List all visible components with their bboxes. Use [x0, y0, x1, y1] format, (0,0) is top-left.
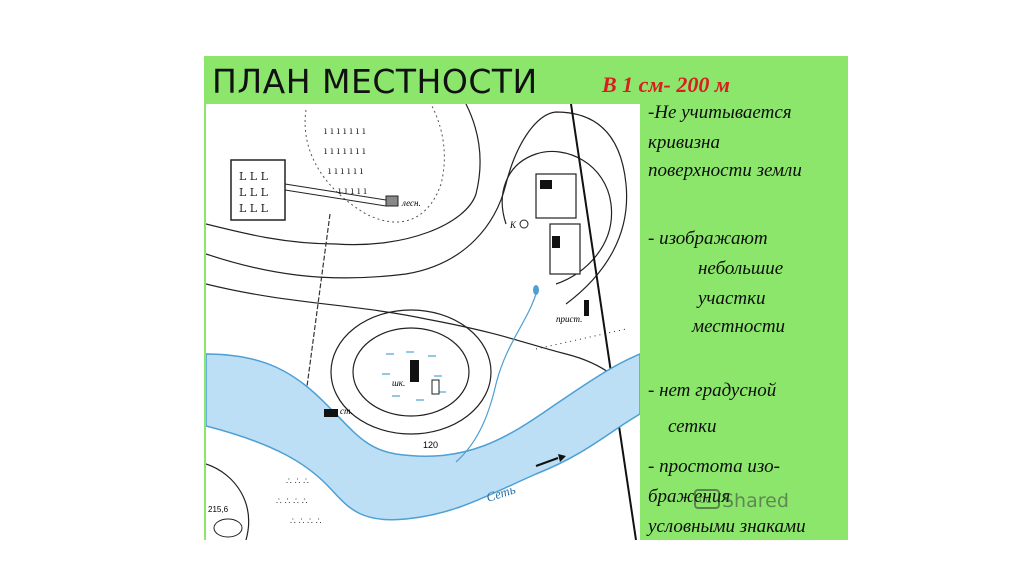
- contour-line: [206, 104, 481, 246]
- contour-line: [206, 111, 628, 305]
- note-line: сетки: [668, 416, 717, 437]
- map-scale: В 1 см- 200 м: [602, 72, 730, 97]
- note-line: бражения: [648, 486, 731, 507]
- station-building: [324, 409, 338, 417]
- spring: [533, 285, 539, 295]
- contour-line: [206, 283, 640, 405]
- note-line: кривизна: [648, 132, 720, 153]
- school-annex: [431, 379, 440, 395]
- school-pond-symbols: [382, 351, 446, 401]
- forester-house: [385, 195, 399, 207]
- meadow-symbols: ı ı ı ı ı ı ı ı ı ı ı ı ı ı ı ı ı ı ı ı …: [324, 126, 367, 197]
- svg-text:∴ ∴ ∴: ∴ ∴ ∴: [286, 477, 309, 487]
- note-line: -Не учитывается: [648, 102, 792, 123]
- village-house: [540, 180, 552, 189]
- svg-text:ı ı ı ı ı ı: ı ı ı ı ı ı: [328, 166, 363, 177]
- note-line: местности: [692, 316, 786, 337]
- well-symbol: [519, 219, 529, 229]
- contour-line: [501, 150, 613, 285]
- height-120-label: 120: [423, 440, 438, 450]
- river-hatch: [535, 328, 627, 350]
- note-line: - нет градусной: [648, 380, 777, 401]
- orchard-symbols: L L L L L L L L L: [239, 170, 269, 215]
- slide-title: ПЛАН МЕСТНОСТИ: [212, 62, 538, 101]
- note-line: условными знаками: [648, 516, 806, 537]
- svg-text:∴ ∴ ∴ ∴: ∴ ∴ ∴ ∴: [290, 517, 322, 527]
- svg-text:L L L: L L L: [239, 170, 269, 183]
- svg-text:∴ ∴ ∴ ∴: ∴ ∴ ∴ ∴: [276, 497, 308, 507]
- village-block-2: [549, 223, 581, 275]
- railroad: [570, 104, 637, 540]
- note-line: - изображают: [648, 228, 768, 249]
- summit-contour: [213, 518, 243, 538]
- map-drawing: ı ı ı ı ı ı ı ı ı ı ı ı ı ı ı ı ı ı ı ı …: [206, 104, 640, 540]
- station-label: ст.: [340, 406, 353, 416]
- svg-text:ı ı ı ı ı: ı ı ı ı ı: [338, 186, 367, 197]
- notes-panel: -Не учитывается кривизна поверхности зем…: [644, 98, 848, 538]
- pier-label: прист.: [556, 314, 582, 324]
- river-flow-arrow: [535, 457, 559, 467]
- note-line: небольшие: [698, 258, 784, 279]
- svg-text:ı ı ı ı ı ı ı: ı ı ı ı ı ı ı: [324, 126, 365, 137]
- river: [206, 353, 640, 521]
- share-label[interactable]: Shared: [722, 490, 789, 512]
- village-house: [552, 236, 560, 248]
- road: [297, 213, 331, 455]
- hill-contour-outer: [330, 309, 492, 435]
- hill-contour-inner: [352, 327, 470, 417]
- pier-symbol: [584, 300, 589, 316]
- river-flow-arrowhead: [558, 454, 566, 462]
- terrain-plan-map: ı ı ı ı ı ı ı ı ı ı ı ı ı ı ı ı ı ı ı ı …: [206, 104, 640, 540]
- svg-text:ı ı ı ı ı ı ı: ı ı ı ı ı ı ı: [324, 146, 365, 157]
- forest-boundary: [304, 104, 445, 223]
- well-label: К: [509, 220, 517, 230]
- note-line: поверхности земли: [648, 160, 802, 181]
- stream: [455, 293, 537, 463]
- height-215-label: 215,6: [208, 505, 229, 514]
- closed-captions-icon[interactable]: CC: [694, 488, 720, 510]
- svg-text:L L L: L L L: [239, 186, 269, 199]
- school-label: шк.: [392, 378, 405, 388]
- slide: ПЛАН МЕСТНОСТИ В 1 см- 200 м ı ı ı ı ı ı…: [204, 56, 848, 540]
- forest-symbols: ∴ ∴ ∴ ∴ ∴ ∴ ∴ ∴ ∴ ∴ ∴: [276, 477, 322, 527]
- forester-label: лесн.: [401, 198, 421, 208]
- note-line: участки: [698, 288, 766, 309]
- orchard-block: [230, 159, 286, 221]
- svg-text:L L L: L L L: [239, 202, 269, 215]
- svg-text:CC: CC: [699, 496, 712, 506]
- hill-contour-sw: [206, 463, 250, 540]
- school-building: [410, 360, 419, 382]
- note-line: - простота изо-: [648, 456, 780, 477]
